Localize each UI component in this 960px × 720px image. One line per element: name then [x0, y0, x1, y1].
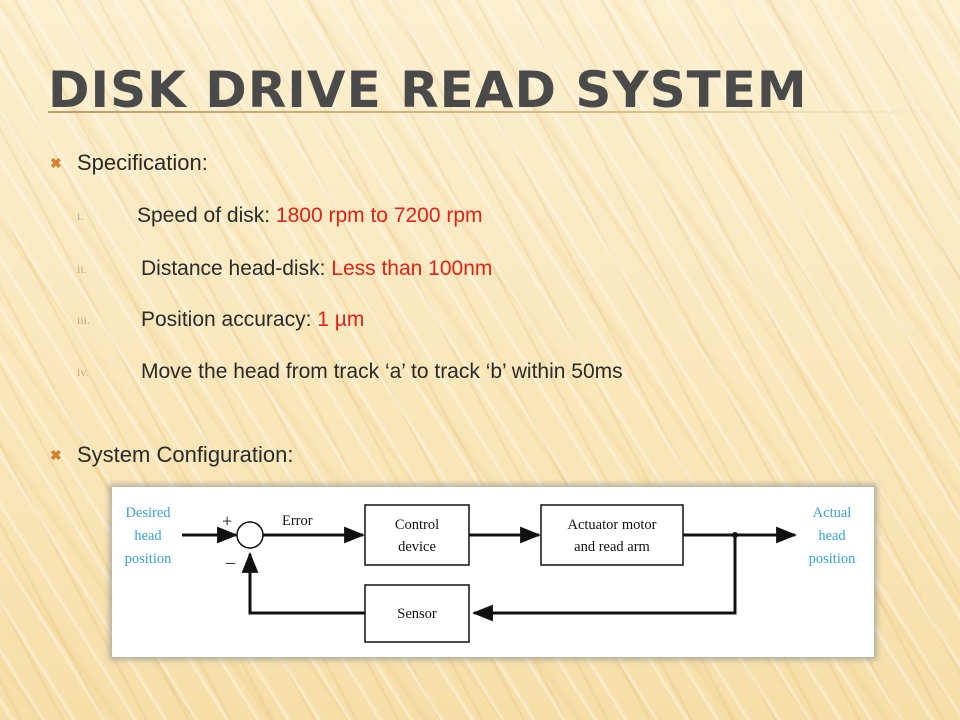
- sensor-label: Sensor: [397, 606, 437, 622]
- control-label-line1: Control: [395, 517, 439, 533]
- title-underline: [48, 111, 948, 113]
- item-label: Move the head from track ‘a’ to track ‘b…: [141, 360, 623, 383]
- item-label: Position accuracy:: [141, 308, 318, 331]
- error-label: Error: [282, 513, 313, 529]
- item-number: ii.: [77, 261, 87, 276]
- slide-title: Disk Drive Read System: [48, 61, 808, 119]
- config-heading: System Configuration:: [77, 442, 294, 467]
- output-label-line1: Actual: [813, 505, 852, 521]
- control-device-block: [364, 504, 470, 566]
- output-label-line3: position: [809, 551, 856, 567]
- block-diagram: Desired head position + – Error Control …: [112, 487, 874, 657]
- actuator-block: [540, 504, 684, 566]
- input-label-line3: position: [125, 551, 172, 567]
- actuator-label-line2: and read arm: [574, 539, 650, 555]
- spec-item-accuracy: iii. Position accuracy: 1 µm: [77, 305, 364, 335]
- output-label-line2: head: [818, 528, 846, 544]
- item-label: Distance head-disk:: [141, 257, 332, 280]
- spec-item-speed: i. Speed of disk: 1800 rpm to 7200 rpm: [77, 201, 483, 231]
- x-bullet-icon: ✖: [50, 446, 62, 463]
- input-label-line1: Desired: [125, 505, 171, 521]
- plus-sign: +: [222, 511, 232, 531]
- item-label: Speed of disk:: [137, 204, 276, 227]
- x-bullet-icon: ✖: [50, 154, 62, 171]
- input-label-line2: head: [134, 528, 162, 544]
- item-number: i.: [77, 208, 84, 223]
- minus-sign: –: [225, 552, 236, 572]
- actuator-label-line1: Actuator motor: [568, 517, 657, 533]
- specification-heading: Specification:: [77, 150, 208, 175]
- spec-item-move: iv. Move the head from track ‘a’ to trac…: [77, 357, 623, 387]
- summing-junction: [236, 521, 264, 549]
- bullet-system-configuration: ✖ System Configuration:: [50, 440, 293, 470]
- item-number: iii.: [77, 312, 91, 327]
- sensor-to-junction-arrow: [241, 551, 365, 615]
- feedback-to-sensor-arrow: [471, 535, 737, 622]
- sensor-block: [364, 584, 470, 643]
- bullet-specification: ✖ Specification:: [50, 148, 208, 178]
- spec-item-distance: ii. Distance head-disk: Less than 100nm: [77, 254, 492, 284]
- item-value: 1 µm: [317, 308, 365, 331]
- block-diagram-svg: Desired head position + – Error Control …: [125, 504, 856, 643]
- item-value: 1800 rpm to 7200 rpm: [275, 204, 483, 227]
- item-value: Less than 100nm: [331, 257, 493, 280]
- item-number: iv.: [77, 364, 89, 379]
- control-label-line2: device: [398, 539, 436, 555]
